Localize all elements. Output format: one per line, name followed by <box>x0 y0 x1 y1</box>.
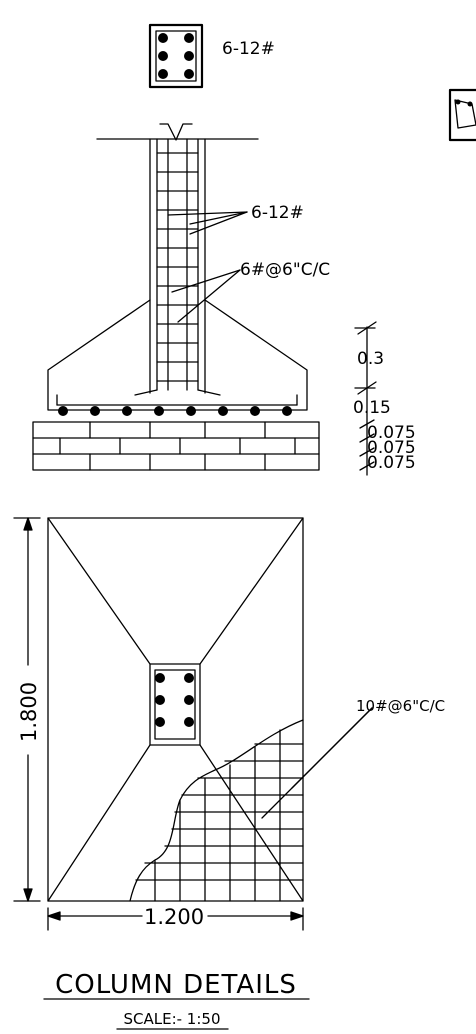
footing-section <box>32 123 320 471</box>
vertical-bars-leaders <box>167 211 248 235</box>
bottom-mesh-bars <box>58 406 292 416</box>
rebar-dot <box>158 51 168 61</box>
rebar-dot <box>158 69 168 79</box>
rebar-dot <box>184 51 194 61</box>
footing-outline <box>47 299 308 411</box>
drawing-scale: SCALE:- 1:50 <box>123 1010 220 1028</box>
rebar-dot <box>184 33 194 43</box>
column-tie <box>155 30 197 82</box>
ties-leaders <box>171 269 241 323</box>
drawing-title: COLUMN DETAILS <box>55 970 297 1000</box>
footing-plan <box>47 517 304 902</box>
pcc-layers <box>32 421 320 471</box>
dim-pcc-3: 0.075 <box>367 453 416 473</box>
plan-outline <box>47 517 304 902</box>
break-line <box>159 123 193 141</box>
rebar-dot <box>184 69 194 79</box>
mesh-label: 10#@6"C/C <box>356 697 445 715</box>
dim-footing-depth: 0.15 <box>353 398 391 418</box>
plan-width-dimension <box>47 907 304 931</box>
plan-length-dimension <box>13 517 41 902</box>
vertical-bars-label: 6-12# <box>251 203 304 223</box>
column-outline <box>148 23 204 89</box>
footing-mesh <box>135 729 304 902</box>
column-bars-label: 6-12# <box>222 39 275 59</box>
rebar-dot <box>158 33 168 43</box>
plan-width-label: 1.200 <box>144 905 204 929</box>
cropped-detail-icon <box>448 88 476 142</box>
dim-pcc-1: 0.075 <box>367 423 416 443</box>
mesh-leaders <box>261 707 373 819</box>
ties-label: 6#@6"C/C <box>240 260 330 280</box>
section-dimension-chain <box>354 321 377 476</box>
dim-pedestal-height: 0.3 <box>357 349 384 369</box>
mesh-break-line <box>129 719 304 902</box>
plan-length-label: 1.800 <box>17 682 41 742</box>
column-section-top <box>148 23 204 89</box>
plan-column <box>149 663 201 746</box>
dim-pcc-2: 0.075 <box>367 438 416 458</box>
column-ties <box>156 152 199 382</box>
